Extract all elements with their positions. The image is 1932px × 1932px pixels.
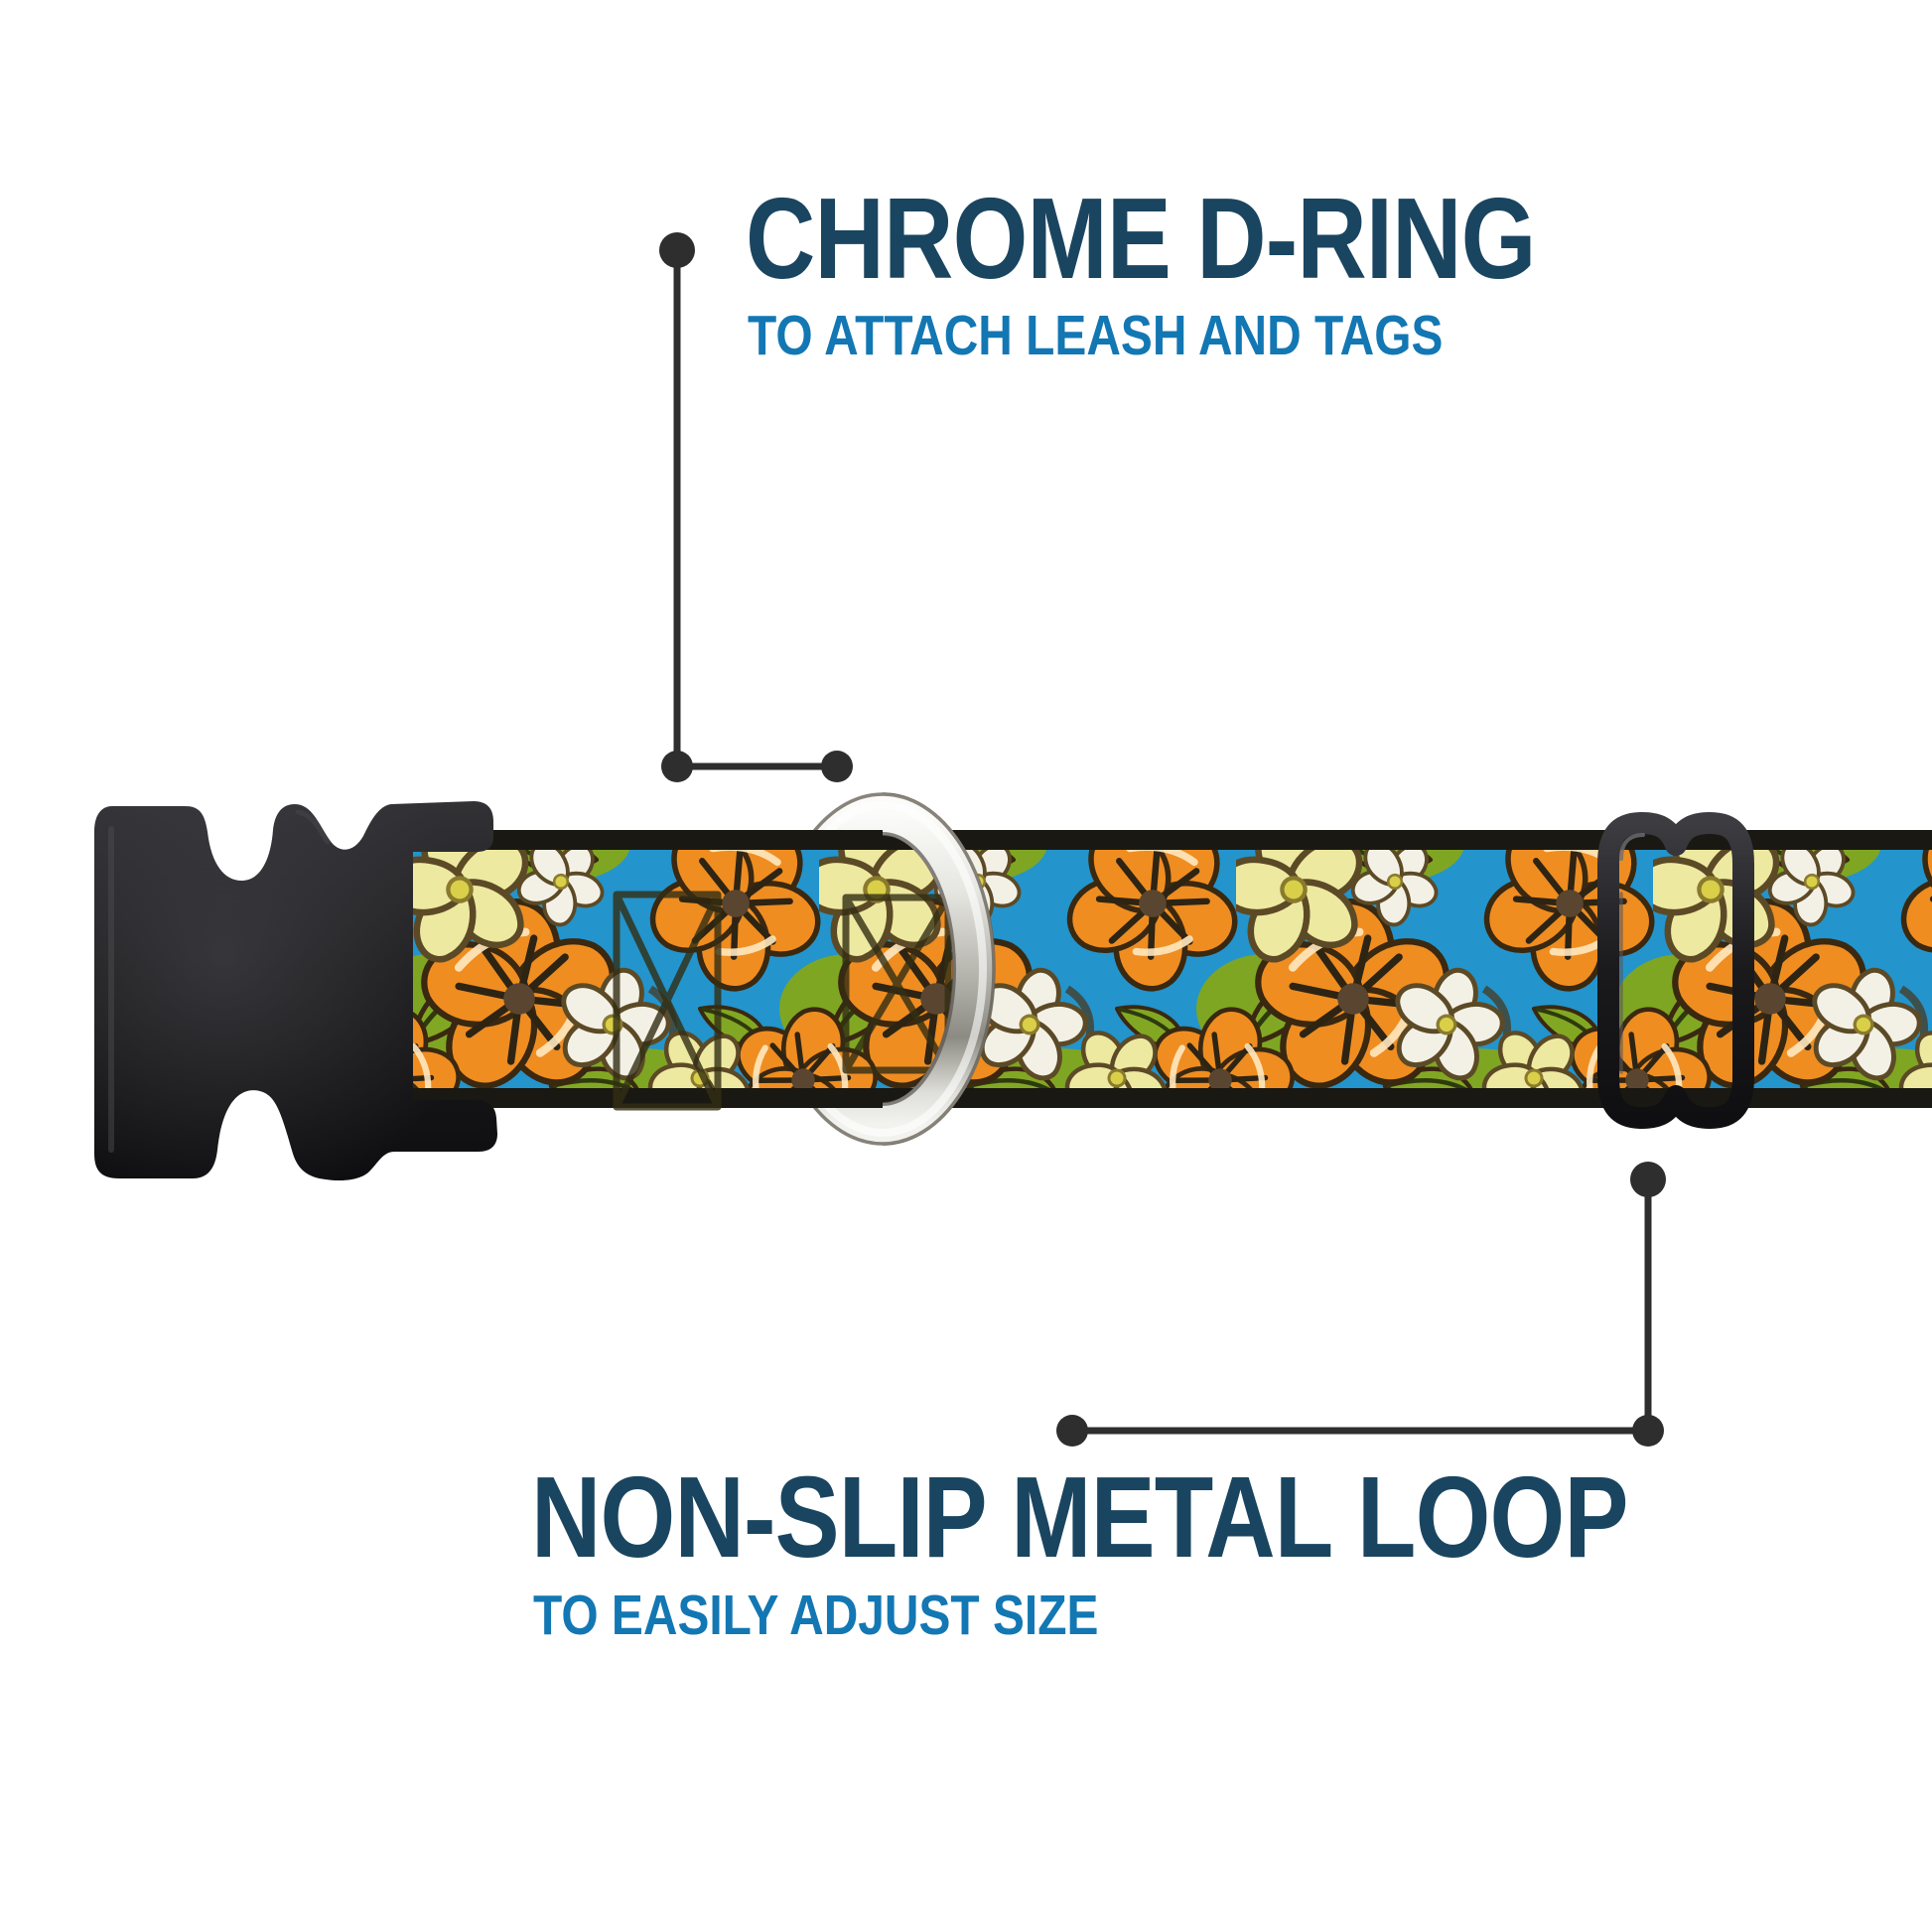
callout-2-target-dot bbox=[1056, 1415, 1088, 1447]
callout-2-subtitle: TO EASILY ADJUST SIZE bbox=[533, 1584, 1099, 1647]
callout-1-title: CHROME D-RING bbox=[746, 174, 1536, 303]
callout-2-leader bbox=[1056, 1162, 1666, 1447]
box-stitching bbox=[613, 891, 952, 1111]
collar-webbing bbox=[402, 830, 1932, 1111]
callout-2-corner-dot bbox=[1632, 1415, 1664, 1447]
callout-1-corner-dot bbox=[661, 751, 693, 782]
d-ring-front bbox=[883, 792, 996, 1146]
webbing-bottom-edge bbox=[402, 1088, 1932, 1108]
callout-2-title: NON-SLIP METAL LOOP bbox=[531, 1452, 1628, 1582]
callout-1-leader bbox=[659, 232, 853, 782]
side-release-buckle bbox=[94, 801, 497, 1181]
callout-2-anchor-dot bbox=[1630, 1162, 1666, 1197]
callout-1-target-dot bbox=[821, 751, 853, 782]
webbing-top-edge bbox=[402, 830, 1932, 850]
callout-1-subtitle: TO ATTACH LEASH AND TAGS bbox=[748, 304, 1444, 367]
callout-1-anchor-dot bbox=[659, 232, 695, 268]
slider-loop bbox=[1597, 812, 1754, 1129]
